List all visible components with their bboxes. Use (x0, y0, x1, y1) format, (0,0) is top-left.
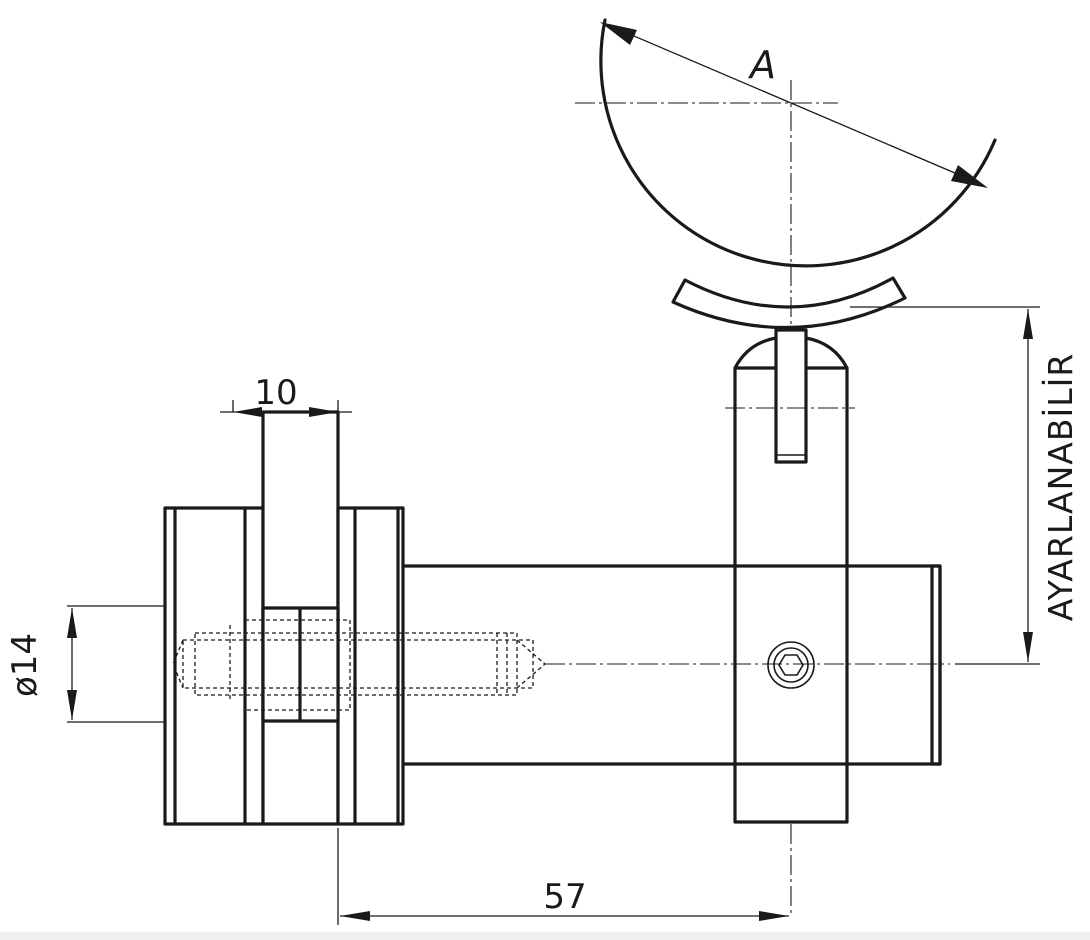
wall-plate (163, 506, 265, 826)
handrail-profile (599, 18, 997, 330)
threaded-bolt-hidden (172, 619, 546, 711)
dimension-10-label: 10 (254, 373, 297, 413)
dimension-adjustable-label: AYARLANABİLİR (1041, 353, 1080, 622)
dimension-57 (337, 828, 789, 925)
glass-sleeve (261, 606, 340, 723)
dimension-a (600, 22, 988, 188)
dimension-d14-label: ø14 (5, 633, 45, 697)
grub-screw-icon (767, 641, 815, 689)
bracket-arm (396, 564, 942, 766)
clamp-disc (336, 506, 405, 826)
dimension-10 (220, 400, 352, 417)
dimension-57-label: 57 (543, 877, 586, 917)
dimension-a-label: A (747, 43, 776, 87)
dimension-d14 (67, 605, 165, 723)
bottom-strip (0, 932, 1090, 940)
dimension-adjustable (850, 306, 1040, 665)
